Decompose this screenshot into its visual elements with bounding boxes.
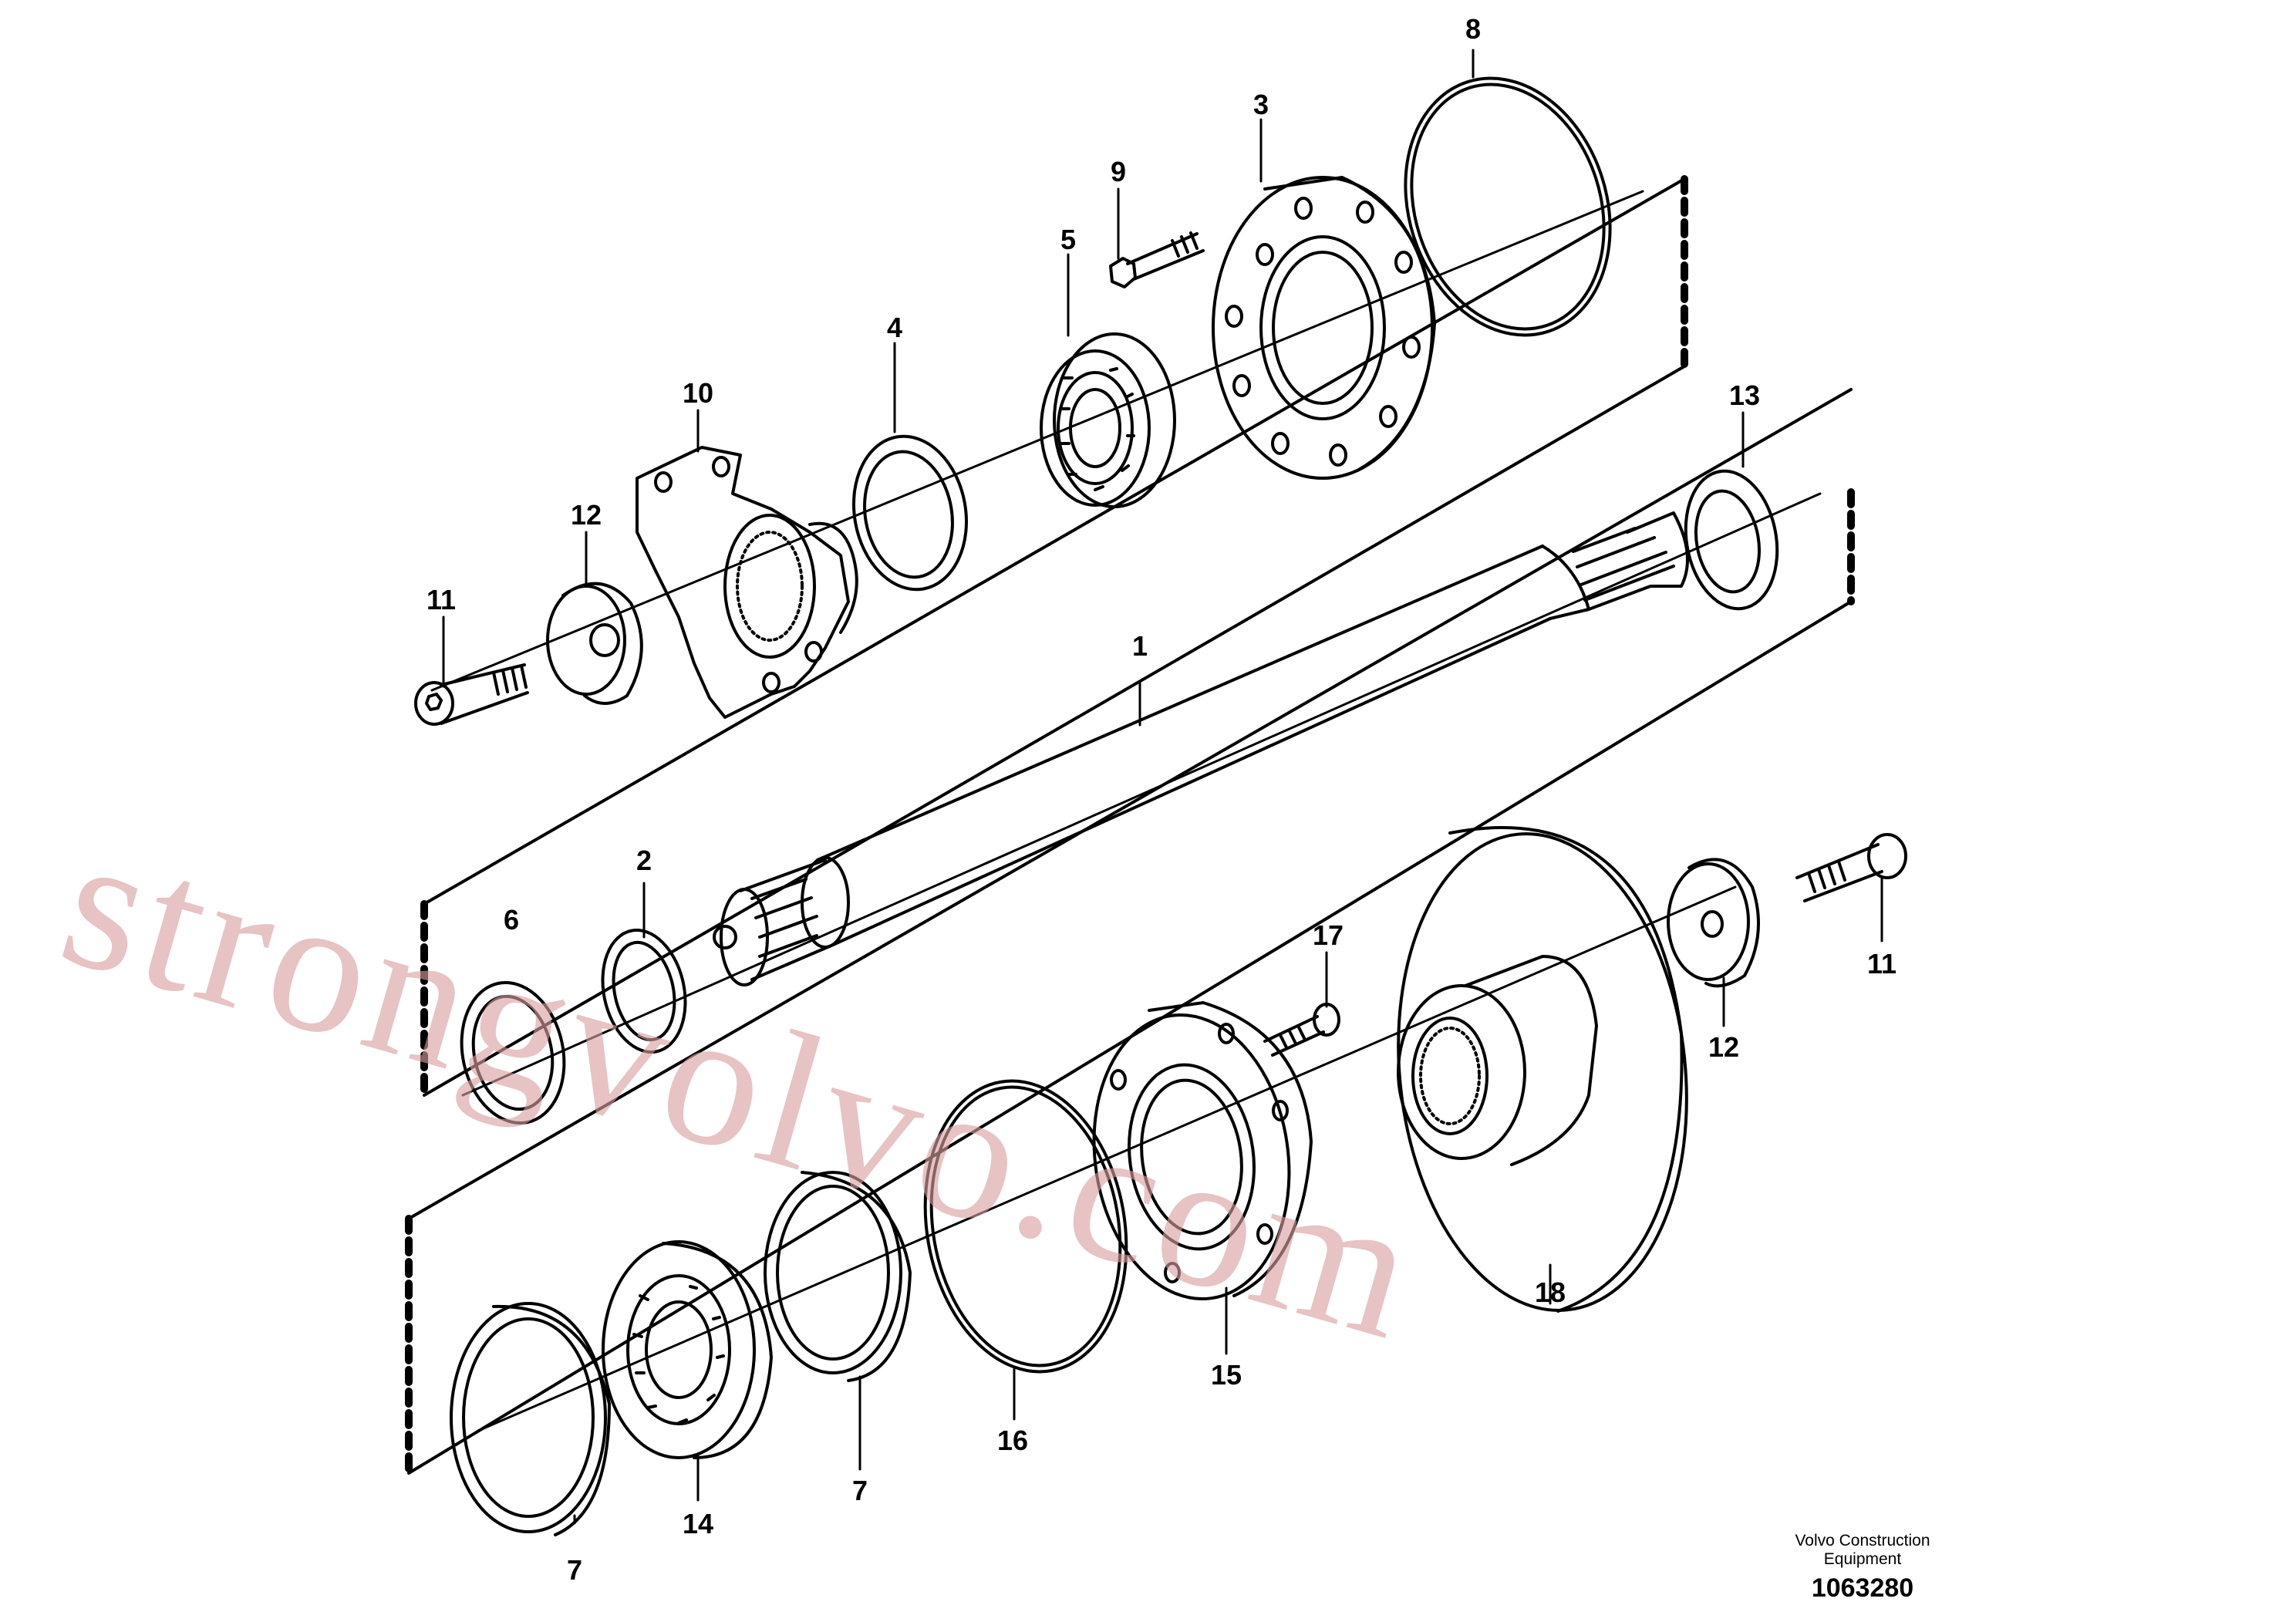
label-2: 2 <box>636 845 652 876</box>
bolt-9 <box>1109 231 1205 288</box>
seal-7-lower-left <box>450 1302 611 1536</box>
axis-shaft <box>461 492 1822 1097</box>
bolt-upper <box>414 663 529 726</box>
label-15: 15 <box>1211 1359 1242 1391</box>
cover-flange-lower <box>1092 1001 1313 1301</box>
label-14: 14 <box>683 1508 713 1539</box>
bolt-lower <box>1795 833 1907 902</box>
o-ring-16 <box>923 1079 1128 1374</box>
label-9: 9 <box>1111 156 1126 187</box>
label-18: 18 <box>1535 1276 1566 1308</box>
label-11-upper: 11 <box>426 584 456 615</box>
assembly-frame-upper <box>420 175 1688 1099</box>
label-16: 16 <box>997 1425 1028 1456</box>
document-number: 1063280 <box>1811 1573 1914 1603</box>
ring-2 <box>601 929 687 1054</box>
label-17: 17 <box>1313 919 1344 951</box>
cover-flange <box>1212 176 1436 480</box>
label-7-mid: 7 <box>852 1475 868 1506</box>
label-4: 4 <box>887 312 902 343</box>
o-ring-8 <box>1404 76 1612 337</box>
manufacturer-line-2: Equipment <box>1823 1550 1902 1568</box>
label-8: 8 <box>1465 13 1481 45</box>
bearing-upper <box>1040 332 1176 508</box>
label-1: 1 <box>1132 630 1148 662</box>
disc-flange <box>1397 826 1688 1313</box>
manufacturer-line-1: Volvo Construction <box>1795 1532 1930 1549</box>
shaft <box>713 511 1689 986</box>
label-6: 6 <box>504 904 519 936</box>
part-labels: 1 2 3 4 5 6 7 7 8 9 10 11 11 12 12 13 14… <box>426 13 1896 1586</box>
seal-7-lower-mid <box>764 1171 912 1382</box>
label-13: 13 <box>1729 379 1760 411</box>
bearing-lower <box>602 1240 773 1459</box>
label-12-upper: 12 <box>571 499 602 531</box>
ring-4 <box>851 434 969 592</box>
ring-13 <box>1684 469 1779 611</box>
label-5: 5 <box>1060 224 1076 255</box>
axis-upper <box>430 190 1644 692</box>
seal-ring-6 <box>460 981 566 1125</box>
manufacturer-caption: Volvo Construction Equipment <box>1758 1532 1967 1569</box>
label-11-lower: 11 <box>1867 948 1896 980</box>
washer-lower <box>1667 858 1760 988</box>
label-10: 10 <box>683 377 713 409</box>
label-7-left: 7 <box>567 1554 582 1586</box>
leader-lines <box>442 49 1883 1525</box>
label-12-lower: 12 <box>1708 1031 1739 1063</box>
yoke-flange <box>636 446 858 719</box>
label-3: 3 <box>1253 89 1269 120</box>
washer-upper <box>546 582 643 705</box>
